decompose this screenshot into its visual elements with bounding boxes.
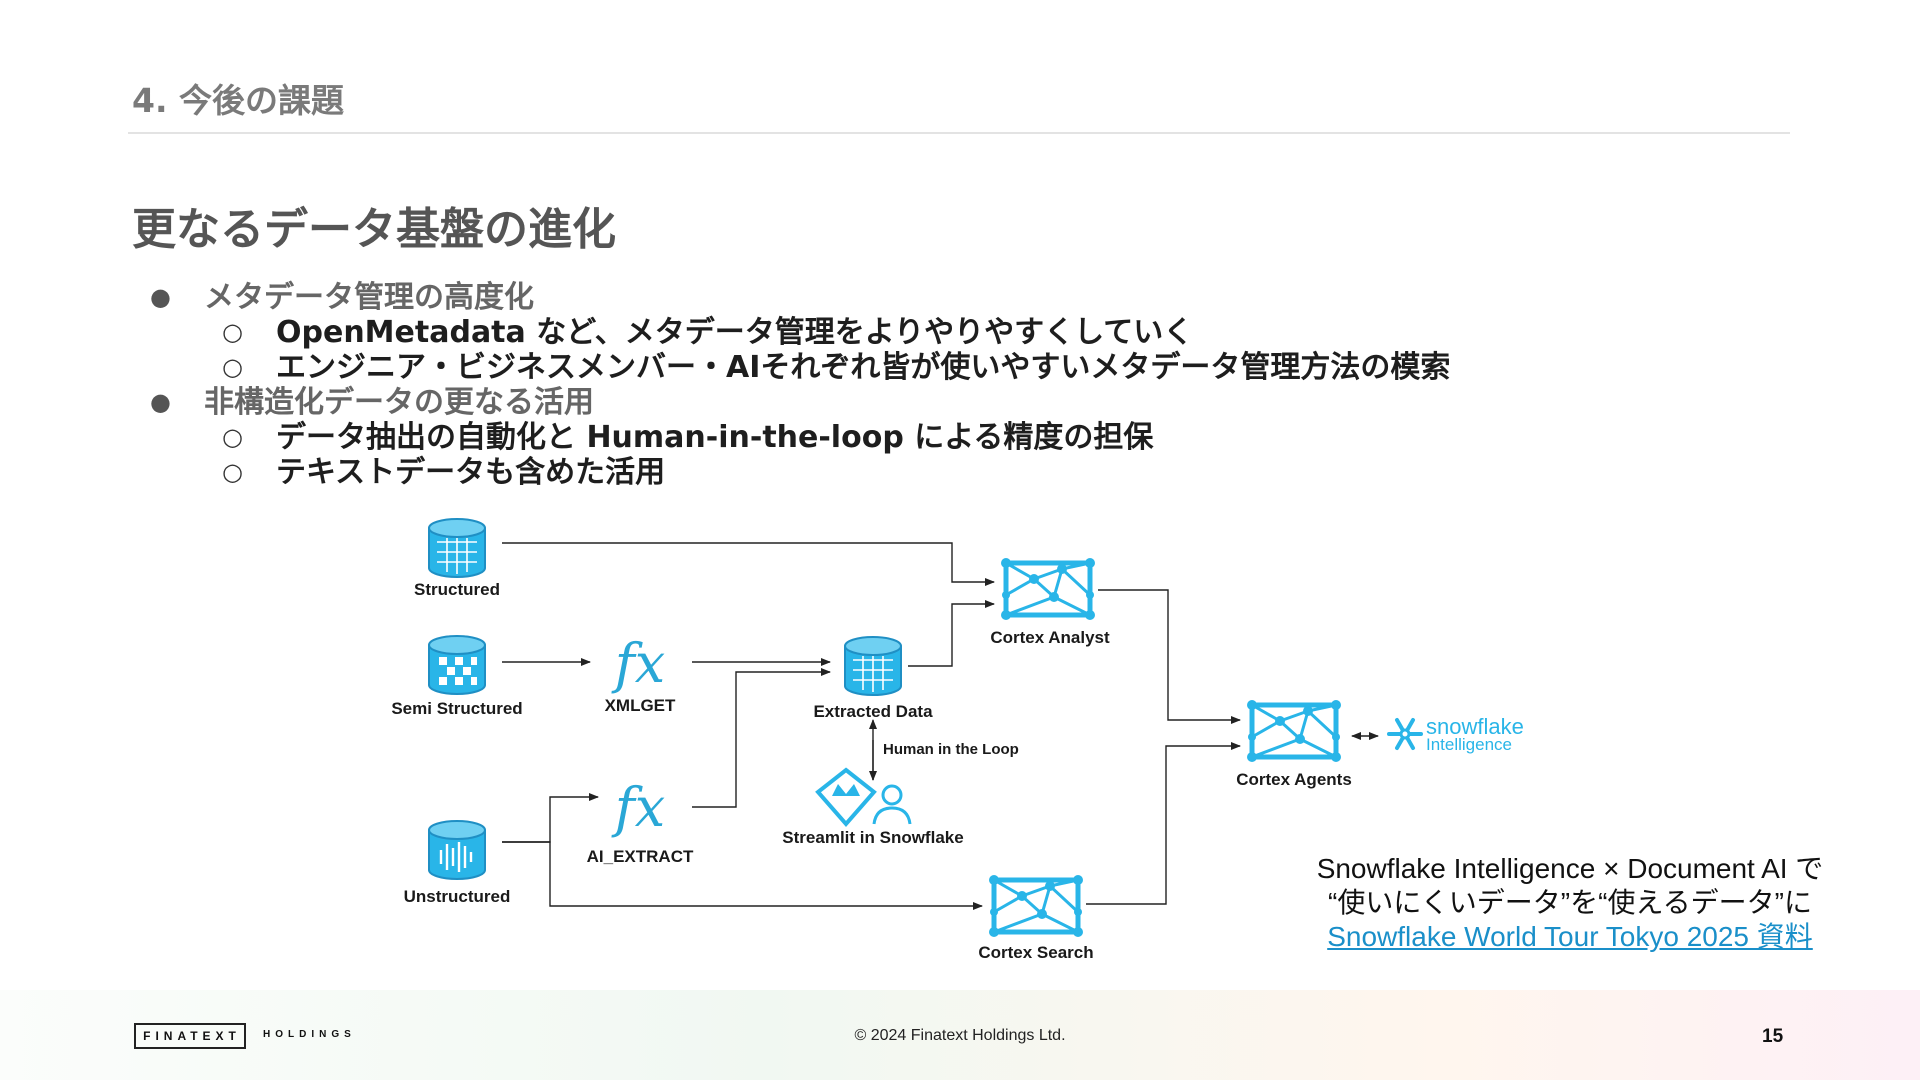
cortex-search-label: Cortex Search: [978, 943, 1093, 962]
callout-note: Snowflake Intelligence × Document AI で “…: [1290, 852, 1850, 954]
sub-bullet-text: データ抽出の自動化と Human-in-the-loop による精度の担保: [276, 420, 1154, 455]
sub-bullet-marker: ○: [222, 318, 243, 346]
company-logo-sub: HOLDINGS: [263, 1029, 356, 1040]
structured-label: Structured: [414, 580, 500, 599]
streamlit-label: Streamlit in Snowflake: [782, 828, 963, 847]
snowflake-intelligence-logo: snowflake Intelligence: [1387, 714, 1524, 754]
sub-bullet-marker: ○: [222, 353, 243, 381]
intelligence-wordmark: Intelligence: [1426, 735, 1512, 754]
function-icon: fx: [611, 632, 665, 695]
semi-structured-db-icon: [428, 635, 486, 695]
xmlget-label: XMLGET: [605, 696, 676, 715]
architecture-diagram: Structured Semi Structured Unstructured …: [391, 518, 1524, 962]
unstructured-label: Unstructured: [404, 887, 511, 906]
callout-line: “使いにくいデータ”を“使えるデータ”に: [1328, 887, 1812, 918]
structured-db-icon: [428, 518, 486, 578]
slides-link[interactable]: Snowflake World Tour Tokyo 2025 資料: [1327, 921, 1813, 952]
snowflake-wordmark: snowflake: [1426, 714, 1524, 739]
cortex-agents-icon: [1247, 700, 1341, 762]
header-divider: [128, 132, 1790, 134]
cortex-search-icon: [989, 875, 1083, 937]
sub-bullet-text: OpenMetadata など、メタデータ管理をよりやりやすくしていく: [276, 315, 1194, 350]
semi-structured-label: Semi Structured: [391, 699, 522, 718]
function-icon: fx: [611, 776, 665, 839]
extracted-data-db-icon: [844, 636, 902, 696]
human-in-the-loop-label: Human in the Loop: [883, 741, 1019, 758]
sub-bullet-text: テキストデータも含めた活用: [276, 455, 666, 490]
extracted-data-label: Extracted Data: [813, 702, 933, 721]
sub-bullet-marker: ○: [222, 458, 243, 486]
copyright: © 2024 Finatext Holdings Ltd.: [854, 1027, 1066, 1044]
section-title: 4. 今後の課題: [132, 81, 344, 120]
company-logo: FINATEXT: [134, 1023, 246, 1049]
sub-bullet-text: エンジニア・ビジネスメンバー・AIそれぞれ皆が使いやすいメタデータ管理方法の模索: [276, 350, 1451, 385]
cortex-agents-label: Cortex Agents: [1236, 770, 1352, 789]
bullet-text: メタデータ管理の高度化: [204, 280, 534, 315]
streamlit-icon: [815, 767, 912, 828]
ai-extract-label: AI_EXTRACT: [587, 847, 694, 866]
page-number: 15: [1762, 1026, 1784, 1047]
snowflake-icon: [1387, 718, 1423, 750]
bullet-marker: ●: [150, 283, 171, 311]
slide-title: 更なるデータ基盤の進化: [132, 204, 616, 255]
cortex-analyst-icon: [1001, 558, 1095, 620]
bullet-marker: ●: [150, 388, 171, 416]
callout-line: Snowflake Intelligence × Document AI で: [1316, 853, 1824, 884]
sub-bullet-marker: ○: [222, 423, 243, 451]
bullet-text: 非構造化データの更なる活用: [204, 385, 594, 420]
cortex-analyst-label: Cortex Analyst: [990, 628, 1110, 647]
footer-background: [0, 990, 1920, 1080]
unstructured-db-icon: [428, 820, 486, 880]
